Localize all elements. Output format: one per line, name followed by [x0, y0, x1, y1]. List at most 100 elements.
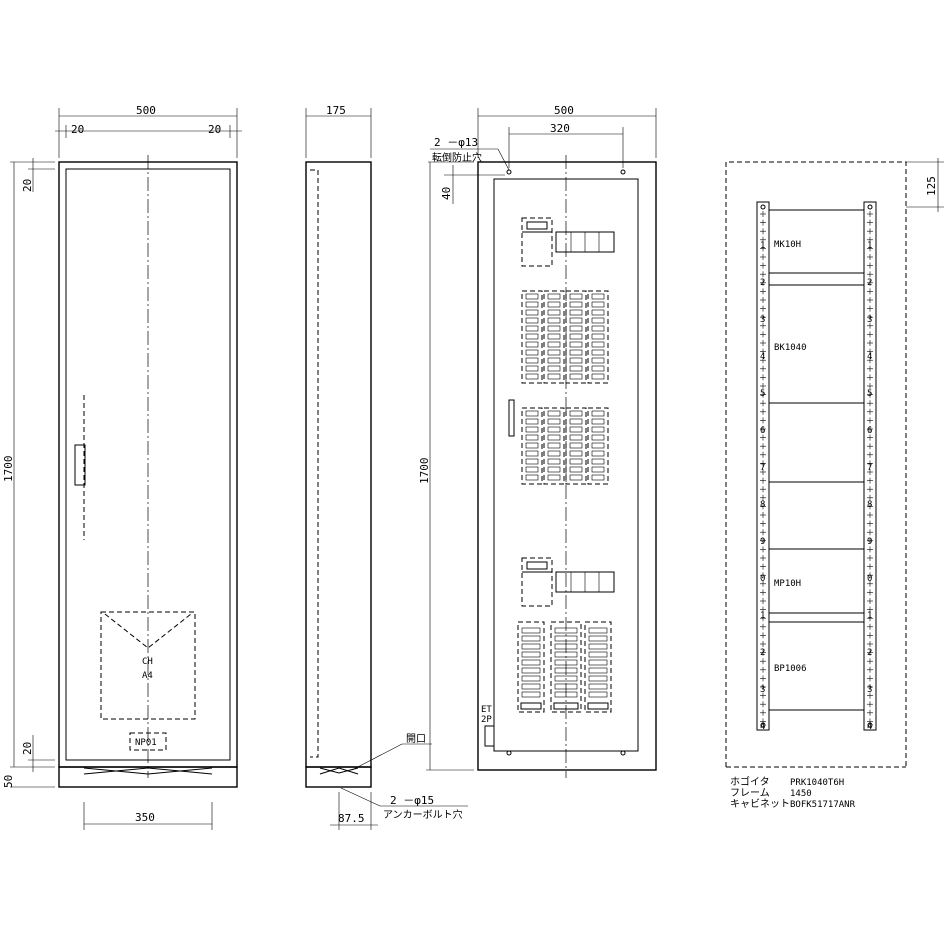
branch-breaker [525, 325, 539, 332]
branch-breaker [547, 317, 561, 324]
main-breaker-2 [521, 557, 553, 607]
branch-breaker [525, 434, 539, 441]
section-bk1040: BK1040 [774, 343, 807, 353]
branch-breaker [547, 365, 561, 372]
branch-breakers-bottom [517, 621, 612, 713]
rail-digit: 6 [867, 426, 872, 436]
left-rail [756, 201, 770, 731]
branch-breaker [554, 643, 578, 650]
hole-pitch-dim: 320 [550, 122, 570, 135]
rail-digit: 3 [867, 685, 872, 695]
branch-breaker [569, 434, 583, 441]
branch-breaker [554, 651, 578, 658]
card-holder-label: CH [142, 657, 153, 667]
branch-breaker [525, 301, 539, 308]
branch-breaker [569, 333, 583, 340]
main-breaker [521, 217, 553, 267]
branch-breaker [521, 691, 541, 698]
branch-breaker [525, 293, 539, 300]
et-poles: 2P [481, 715, 492, 725]
branch-breaker [525, 341, 539, 348]
branch-breaker [588, 651, 608, 658]
branch-breaker [547, 293, 561, 300]
branch-breaker [569, 309, 583, 316]
branch-breaker [547, 301, 561, 308]
inner-handle [508, 399, 515, 437]
breaker-group [550, 621, 582, 713]
spec-value-cover: PRK1040T6H [790, 778, 844, 788]
rail-digit: 2 [867, 278, 872, 288]
branch-breaker [569, 317, 583, 324]
breaker-column [543, 407, 565, 485]
branch-breaker [525, 466, 539, 473]
right-rail [863, 201, 877, 731]
branch-breaker [525, 309, 539, 316]
branch-breaker [547, 333, 561, 340]
branch-breaker [547, 442, 561, 449]
rail-digit: 2 [760, 648, 765, 658]
branch-breaker [591, 466, 605, 473]
spec-label-frame: フレーム [730, 787, 770, 799]
front-view: CH A4 NP01 500 20 20 20 1700 20 50 350 [2, 104, 242, 830]
branch-breaker [525, 357, 539, 364]
branch-breaker [525, 317, 539, 324]
branch-breaker [547, 450, 561, 457]
branch-breaker [588, 667, 608, 674]
branch-breaker [588, 635, 608, 642]
rail-digit: 8 [867, 500, 872, 510]
front-top-margin: 20 [21, 179, 34, 192]
base-outline [58, 766, 238, 788]
branch-breaker [591, 317, 605, 324]
branch-breaker [547, 426, 561, 433]
spec-value-frame: 1450 [790, 789, 812, 799]
front-right-margin: 20 [208, 123, 221, 136]
branch-breaker [547, 458, 561, 465]
spec-label-cover: ホゴイタ [730, 775, 770, 788]
branch-breaker [521, 667, 541, 674]
breaker-column [565, 290, 587, 384]
rail-digit: 8 [760, 500, 765, 510]
branch-breaker [591, 357, 605, 364]
branch-breaker [525, 442, 539, 449]
rail-digit: 1 [760, 241, 765, 251]
bolt-hole-label: アンカーボルト穴 [383, 808, 463, 821]
front-left-margin: 20 [71, 123, 84, 136]
branch-breaker [525, 474, 539, 481]
branch-breaker [588, 659, 608, 666]
side-base [305, 766, 372, 788]
branch-breakers-upper [521, 290, 609, 384]
branch-breaker [554, 667, 578, 674]
rail-digit: 3 [760, 685, 765, 695]
breaker-column [565, 407, 587, 485]
branch-breaker [521, 651, 541, 658]
branch-breaker [591, 434, 605, 441]
rail-digit: 1 [760, 611, 765, 621]
spec-list: ホゴイタ PRK1040T6H フレーム 1450 キャビネット BOFK517… [730, 775, 856, 810]
rail-digit: 5 [760, 389, 765, 399]
branch-breaker [525, 349, 539, 356]
breaker-column [543, 290, 565, 384]
inner-height-dim: 1700 [418, 458, 431, 485]
branch-breaker [521, 659, 541, 666]
inner-width-dim: 500 [554, 104, 574, 117]
bolt-offset-dim: 87.5 [338, 812, 365, 825]
rail-digit: 7 [867, 463, 872, 473]
rail-digit: 4 [867, 722, 872, 732]
branch-breaker [547, 474, 561, 481]
section-bp1006: BP1006 [774, 664, 807, 674]
rail-digit: 1 [867, 241, 872, 251]
rail-digit: 1 [867, 611, 872, 621]
branch-breaker [554, 627, 578, 634]
breaker-column [587, 407, 609, 485]
branch-breaker [591, 341, 605, 348]
rail-digit: 7 [760, 463, 765, 473]
branch-breaker [525, 365, 539, 372]
front-width-dim: 500 [136, 104, 156, 117]
anti-tip-hole [506, 169, 512, 175]
branch-breaker [525, 450, 539, 457]
branch-breaker [591, 301, 605, 308]
branch-breaker [569, 373, 583, 380]
